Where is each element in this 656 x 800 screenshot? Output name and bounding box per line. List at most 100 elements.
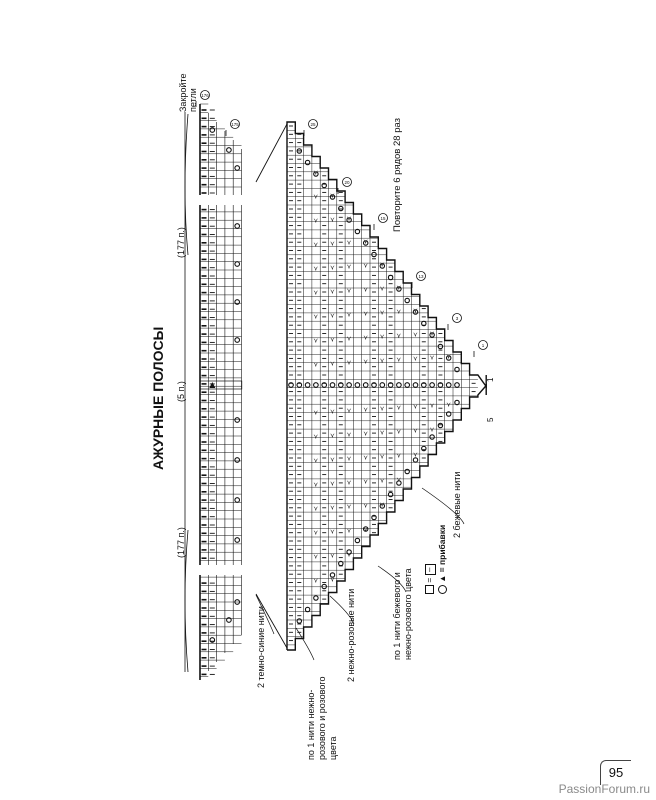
- center-yarnover-icon: [313, 382, 319, 388]
- yarnover-icon: [404, 297, 410, 304]
- lace-decrease-mark: ⋎: [347, 336, 352, 343]
- row-marker-number: 1: [482, 343, 485, 348]
- lace-decrease-mark: ⋎: [330, 481, 335, 488]
- yarnover-icon: [445, 355, 452, 361]
- connector-line: [255, 593, 288, 649]
- chart-title: АЖУРНЫЕ ПОЛОСЫ: [150, 326, 166, 470]
- close-loops-label: Закройте петли: [178, 73, 198, 112]
- lace-decrease-mark: ⋎: [313, 530, 318, 537]
- lace-decrease-mark: ⋎: [380, 406, 385, 413]
- center-yarnover-icon: [321, 382, 328, 388]
- lace-decrease-mark: ⋎: [330, 433, 335, 440]
- lace-decrease-mark: ⋎: [380, 478, 385, 485]
- lace-decrease-mark: ⋎: [396, 429, 401, 436]
- lace-decrease-mark: ⋎: [347, 216, 352, 223]
- yarnover-icon: [313, 595, 319, 601]
- lace-decrease-mark: ⋎: [363, 359, 368, 366]
- lace-decrease-mark: ⋎: [313, 362, 318, 369]
- count-bottom-177: (177 п.): [176, 527, 186, 558]
- lace-decrease-mark: ⋎: [396, 453, 401, 460]
- yarnover-icon: [379, 503, 386, 509]
- yarnover-icon: [226, 147, 232, 153]
- lace-decrease-mark: ⋎: [396, 309, 401, 316]
- lace-decrease-mark: ⋎: [413, 332, 418, 339]
- yarnover-icon: [296, 148, 303, 154]
- lace-decrease-mark: ⋎: [396, 333, 401, 340]
- lace-decrease-mark: ⋎: [313, 242, 318, 249]
- row-marker: [200, 90, 210, 100]
- lace-decrease-mark: ⋎: [330, 577, 335, 584]
- lace-decrease-mark: ⋎: [380, 430, 385, 437]
- lace-decrease-mark: ⋎: [330, 553, 335, 560]
- yarnover-icon: [209, 127, 216, 133]
- lace-decrease-mark: ⋎: [313, 290, 318, 297]
- yarn-note-light-pink: 2 нежно-розовые нити: [346, 588, 356, 682]
- yarnover-icon: [338, 205, 344, 212]
- yarnover-icon: [338, 560, 344, 567]
- lace-decrease-mark: ⋎: [330, 409, 335, 416]
- center-yarnover-icon: [396, 382, 402, 388]
- lace-decrease-mark: ⋎: [363, 287, 368, 294]
- lace-decrease-mark: ⋎: [347, 552, 352, 559]
- center-yarnover-icon: [288, 382, 294, 388]
- yarnover-icon: [234, 599, 241, 605]
- row-marker-number: 176: [201, 93, 209, 98]
- yarnover-icon: [454, 366, 460, 373]
- lace-decrease-mark: ⋎: [313, 194, 318, 201]
- center-yarnover-icon: [404, 382, 411, 388]
- lace-decrease-mark: ⋎: [347, 288, 352, 295]
- row-marker: [230, 119, 240, 129]
- lace-decrease-mark: ⋎: [363, 311, 368, 318]
- center-yarnover-icon: [346, 382, 352, 388]
- center-yarnover-icon: [387, 382, 394, 388]
- lace-decrease-mark: ⋎: [347, 456, 352, 463]
- yarnover-icon: [234, 165, 241, 171]
- yarnover-icon: [454, 399, 460, 406]
- lace-decrease-mark: ⋎: [413, 452, 418, 459]
- lace-decrease-mark: ⋎: [313, 338, 318, 345]
- yarnover-icon: [304, 606, 311, 613]
- yarnover-icon: [321, 583, 327, 590]
- yarnover-icon: [421, 445, 427, 452]
- yarnover-icon: [354, 228, 361, 235]
- row-marker: [308, 119, 318, 129]
- page-number: 95: [600, 760, 631, 785]
- column-label-5: 5: [486, 417, 495, 422]
- lace-decrease-mark: ⋎: [347, 360, 352, 367]
- legend-purl: = –: [424, 564, 436, 594]
- yarnover-icon: [234, 457, 241, 463]
- legend-purl-eq: =: [424, 577, 434, 583]
- lace-decrease-mark: ⋎: [363, 503, 368, 510]
- yarnover-icon: [321, 182, 327, 189]
- legend-purl-symbol: –: [425, 564, 436, 576]
- lace-decrease-mark: ⋎: [347, 240, 352, 247]
- legend-increase-triangle-icon: ▲: [438, 574, 447, 583]
- row-marker-number: 15: [380, 216, 386, 221]
- lace-decrease-mark: ⋎: [313, 314, 318, 321]
- lace-decrease-mark: ⋎: [363, 263, 368, 270]
- yarnover-icon: [329, 572, 336, 578]
- center-yarnover-icon: [337, 382, 344, 388]
- center-yarnover-icon: [296, 382, 303, 388]
- lace-decrease-mark: ⋎: [347, 264, 352, 271]
- center-yarnover-icon: [371, 382, 377, 388]
- lace-decrease-mark: ⋎: [363, 479, 368, 486]
- center-yarnover-icon: [445, 382, 452, 388]
- row-marker-number: 25: [310, 122, 316, 127]
- yarnover-icon: [329, 194, 336, 200]
- lace-decrease-mark: ⋎: [380, 358, 385, 365]
- yarn-note-leader: [421, 487, 465, 525]
- lace-decrease-mark: ⋎: [430, 331, 435, 338]
- lace-decrease-mark: ⋎: [330, 193, 335, 200]
- yarnover-icon: [445, 411, 452, 417]
- lace-decrease-mark: ⋎: [330, 289, 335, 296]
- center-yarnover-icon: [437, 382, 444, 388]
- lace-decrease-mark: ⋎: [347, 528, 352, 535]
- yarnover-icon: [371, 514, 377, 521]
- lace-decrease-mark: ⋎: [313, 458, 318, 465]
- lace-decrease-mark: ⋎: [430, 355, 435, 362]
- legend-yarnover-icon: [438, 585, 448, 594]
- yarn-note-pink-and-rose: по 1 нити нежно-розового и розового цвет…: [306, 676, 338, 760]
- lace-decrease-mark: ⋎: [396, 285, 401, 292]
